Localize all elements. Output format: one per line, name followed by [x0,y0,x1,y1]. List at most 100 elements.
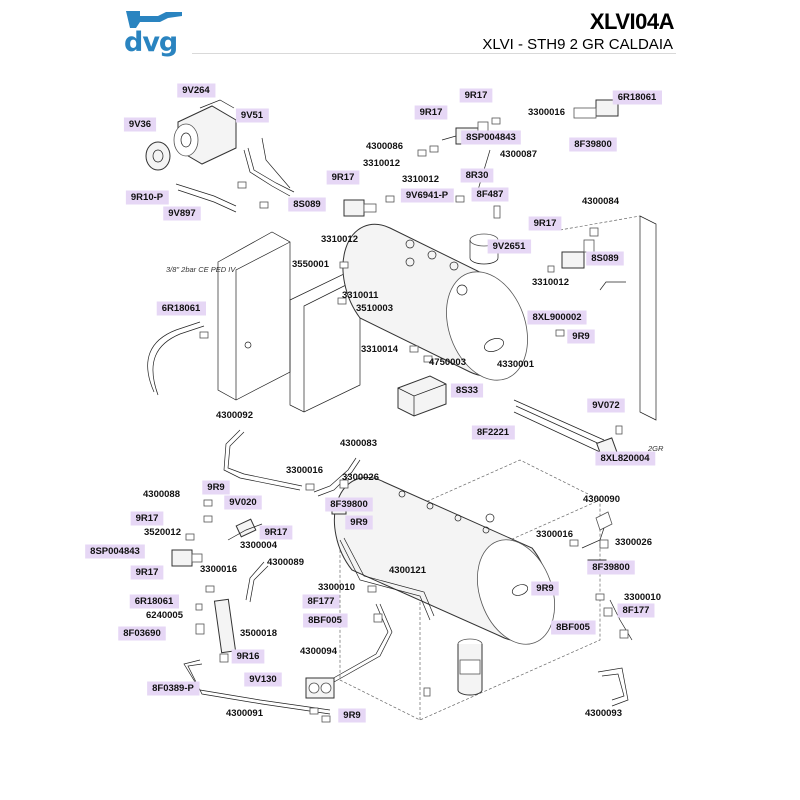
left-hose-upper [147,321,205,396]
left-panel-upper [217,231,291,401]
part-number-text: 8BF005 [556,622,591,633]
part-label: 8F177 [617,603,655,618]
upper-boiler [342,223,528,381]
part-number-text: 9V6941-P [406,190,449,201]
part-label: 9R17 [130,511,164,526]
part-label: 8F2221 [471,425,515,440]
part-number-text: 3310012 [321,234,358,245]
part-label: 6R18061 [156,301,206,316]
part-label: 3300010 [318,582,355,593]
part-label: 8BF005 [551,620,596,635]
part-label: 3310014 [361,344,399,355]
part-number-text: 9R17 [136,567,159,578]
part-label-box [338,708,366,723]
part-label-box [130,511,164,526]
part-label-box [125,190,169,205]
part-label-box [123,117,157,132]
part-number-text: 9R17 [465,90,488,101]
logo-text: dvg [124,27,178,58]
part-label: 9R17 [130,565,164,580]
part-number-text: 4300087 [500,149,537,160]
part-label: 4300089 [267,557,304,568]
part-label: 3300004 [240,540,278,551]
pipe-4300091 [183,659,331,715]
part-label-box [586,251,624,266]
part-number-text: 9R17 [420,107,443,118]
valve-9v020 [227,518,263,541]
part-number-text: 8XL820004 [600,453,650,464]
part-label: 8SP004843 [461,130,521,145]
part-number-text: 9R17 [332,172,355,183]
part-label-box [459,88,493,103]
pipe-4300089 [245,561,269,603]
part-number-text: 9V020 [229,497,256,508]
part-label-box [259,525,293,540]
pipe-4300121 [339,537,435,621]
part-number-text: 8S089 [591,253,618,264]
part-number-text: 8F39800 [574,139,612,150]
right-frame-upper [559,215,657,421]
part-number-text: 3310014 [361,344,399,355]
part-label: 3510003 [356,303,393,314]
part-label: 9V36 [123,117,157,132]
part-number-text: 8F177 [623,605,650,616]
part-label: 3520012 [144,527,181,538]
diagram-subtitle: XLVI - STH9 2 GR CALDAIA [482,36,673,53]
part-label-box [302,594,340,609]
part-number-text: 3520012 [144,527,181,538]
part-number-text: 9V2651 [493,241,526,252]
part-label: 9R9 [202,480,230,495]
part-label: 9V264 [177,83,216,98]
part-label: 9R10-P [125,190,169,205]
part-label-box [85,544,145,559]
part-label: 3300016 [286,465,323,476]
part-label: 9R17 [326,170,360,185]
part-number-text: 3300016 [528,107,565,118]
part-label-box [156,301,206,316]
part-number-text: 8SP004843 [466,132,516,143]
diagram-note: 3/8" 2bar CE PED IV [166,265,236,274]
part-label: 4300087 [500,149,537,160]
part-label-box [460,168,494,183]
part-label: 8S33 [450,383,484,398]
diagram-code: XLVI04A [589,9,675,34]
part-number-text: 8XL900002 [532,312,581,323]
pump-hoses-top-left [175,137,295,213]
part-label: 9R16 [231,649,265,664]
part-label-box [325,497,373,512]
part-number-text: 9V51 [241,110,264,121]
part-number-text: 3300004 [240,540,278,551]
part-label: 4300121 [389,565,427,576]
part-label: 9R17 [414,105,448,120]
part-number-text: 8S089 [293,199,320,210]
part-label: 8F0389-P [147,681,200,696]
part-number-text: 4300089 [267,557,304,568]
part-label: 3310012 [402,174,439,185]
part-label-box [471,187,509,202]
part-label-box [527,310,587,325]
gauge-9v130 [305,677,335,699]
part-number-text: 3310012 [532,277,569,288]
part-label: 9R9 [567,329,595,344]
part-label: 3310012 [321,234,358,245]
part-number-text: 9R9 [572,331,589,342]
part-number-text: 9R16 [237,651,260,662]
part-number-text: 8F487 [477,189,504,200]
part-number-text: 8F0389-P [152,683,194,694]
part-label: 3300016 [528,107,565,118]
part-label: 4300090 [583,494,620,505]
part-number-text: 3310012 [363,158,400,169]
solenoid-valve-8s089-left [343,199,377,217]
box-part-8s33 [397,375,447,417]
part-label: 3300026 [342,472,379,483]
part-label: 9R9 [345,515,373,530]
part-label: 9V130 [244,672,282,687]
part-number-text: 3300016 [200,564,237,575]
part-number-text: 9R9 [350,517,367,528]
part-label: 8SP004843 [85,544,145,559]
part-number-text: 3310011 [342,290,379,301]
part-label-box [129,594,179,609]
part-number-text: 4300091 [226,708,264,719]
part-label-box [567,329,595,344]
